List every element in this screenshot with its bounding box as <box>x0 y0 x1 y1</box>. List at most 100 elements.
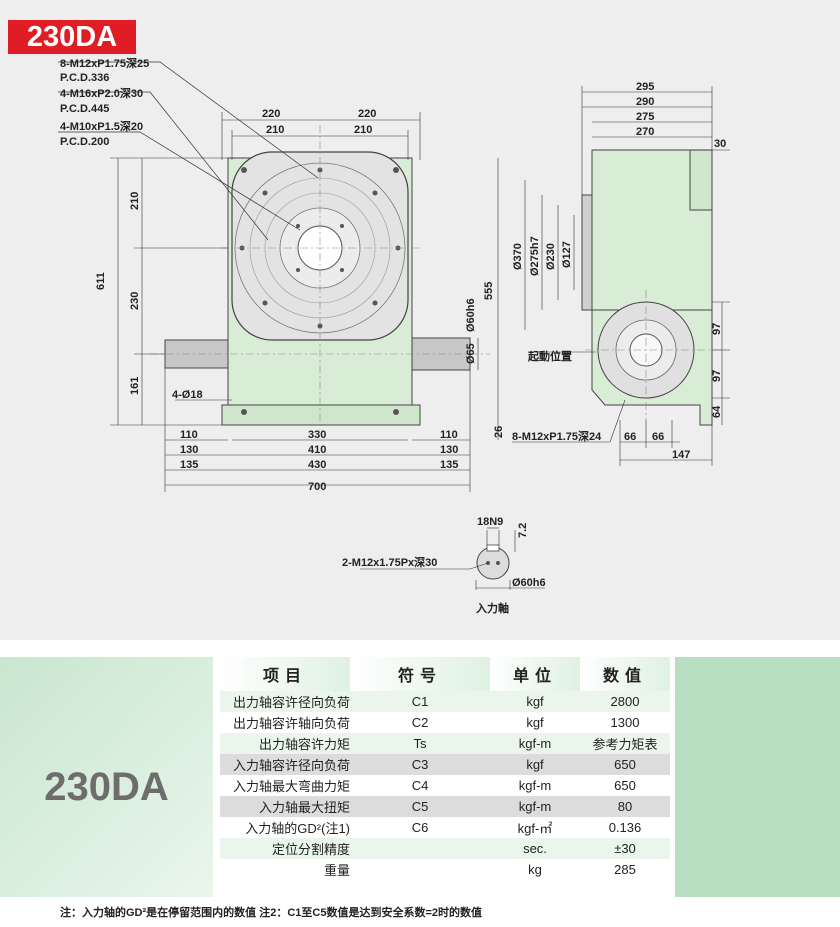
input-shaft-section: 18N9 7.2 2-M12x1.75Px深30 Ø60h6 入力軸 <box>342 516 546 615</box>
row-value: ±30 <box>580 838 670 859</box>
row-value: 650 <box>580 754 670 775</box>
row-item: 出力轴容许力矩 <box>220 733 350 754</box>
dim-top-220-right: 220 <box>358 108 376 120</box>
dim-top-220-left: 220 <box>262 108 280 120</box>
start-position-label: 起動位置 <box>527 349 572 363</box>
spec-model-panel: 230DA <box>0 657 213 897</box>
row-symbol: Ts <box>350 733 490 754</box>
callout-tap-1: 8-M12xP1.75深25 <box>60 56 149 70</box>
dim-270: 270 <box>636 126 654 138</box>
front-view <box>150 125 490 430</box>
callout-pcd-2: P.C.D.445 <box>60 103 109 115</box>
dim-bottom-130-right: 130 <box>440 444 458 456</box>
dim-bottom-130-left: 130 <box>180 444 198 456</box>
row-symbol: C3 <box>350 754 490 775</box>
header-value: 数值 <box>580 657 670 691</box>
row-symbol: C2 <box>350 712 490 733</box>
dim-230: 230 <box>129 292 141 310</box>
dim-97-upper: 97 <box>711 323 723 335</box>
row-unit: kgf <box>490 691 580 712</box>
shaft-key-label: 18N9 <box>477 516 503 528</box>
dim-bottom-700: 700 <box>308 481 326 493</box>
row-value: 285 <box>580 859 670 880</box>
dim-bottom-110-right: 110 <box>440 429 458 441</box>
callout-pcd-1: P.C.D.336 <box>60 72 109 84</box>
header-item: 项目 <box>220 657 350 691</box>
row-unit: kg <box>490 859 580 880</box>
dim-210: 210 <box>129 192 141 210</box>
header-symbol: 符号 <box>350 657 490 691</box>
dim-dia-275: Ø275h7 <box>529 236 541 276</box>
dim-30: 30 <box>714 138 726 150</box>
row-symbol: C5 <box>350 796 490 817</box>
row-unit: kgf-㎡ <box>490 817 580 838</box>
row-unit: sec. <box>490 838 580 859</box>
spec-model-label: 230DA <box>44 765 169 809</box>
shaft-caption: 入力軸 <box>476 601 509 615</box>
dim-66-right: 66 <box>652 431 664 443</box>
table-row: 入力轴最大扭矩 C5 kgf-m 80 <box>220 796 670 817</box>
table-row: 出力轴容许径向负荷 C1 kgf 2800 <box>220 691 670 712</box>
dim-top-210-left: 210 <box>266 124 284 136</box>
table-row: 入力轴最大弯曲力矩 C4 kgf-m 650 <box>220 775 670 796</box>
dim-bottom-135-right: 135 <box>440 459 458 471</box>
table-row: 出力轴容许力矩 Ts kgf-m 参考力矩表 <box>220 733 670 754</box>
dim-hole-18: 4-Ø18 <box>172 389 203 401</box>
row-unit: kgf <box>490 754 580 775</box>
row-item: 入力轴最大扭矩 <box>220 796 350 817</box>
shaft-dia-label: Ø60h6 <box>512 577 546 589</box>
side-callout-tap: 8-M12xP1.75深24 <box>512 429 602 443</box>
dim-555: 555 <box>483 282 495 300</box>
row-value: 参考力矩表 <box>580 733 670 754</box>
dim-dia-230: Ø230 <box>545 243 557 270</box>
row-item: 定位分割精度 <box>220 838 350 859</box>
row-item: 出力轴容许轴向负荷 <box>220 712 350 733</box>
header-unit: 单位 <box>490 657 580 691</box>
dim-161: 161 <box>129 377 141 395</box>
table-row: 定位分割精度 sec. ±30 <box>220 838 670 859</box>
callout-tap-2: 4-M16xP2.0深30 <box>60 86 143 100</box>
dim-top-210-right: 210 <box>354 124 372 136</box>
side-view <box>581 149 730 426</box>
dim-66-left: 66 <box>624 431 636 443</box>
dim-bottom-135-left: 135 <box>180 459 198 471</box>
row-unit: kgf-m <box>490 775 580 796</box>
callout-pcd-3: P.C.D.200 <box>60 136 109 148</box>
spec-table-header: 项目 符号 单位 数值 <box>220 657 670 691</box>
table-row: 入力轴容许径向负荷 C3 kgf 650 <box>220 754 670 775</box>
row-value: 650 <box>580 775 670 796</box>
dim-64: 64 <box>711 405 723 418</box>
row-item: 入力轴容许径向负荷 <box>220 754 350 775</box>
dim-dia-370: Ø370 <box>512 243 524 270</box>
row-symbol <box>350 838 490 859</box>
row-value: 80 <box>580 796 670 817</box>
footnote: 注：入力轴的GD²是在停留范围内的数值 注2：C1至C5数值是达到安全系数=2时… <box>60 907 482 919</box>
row-value: 0.136 <box>580 817 670 838</box>
callout-tap-3: 4-M10xP1.5深20 <box>60 119 143 133</box>
spec-accent-panel <box>675 657 840 897</box>
row-symbol <box>350 859 490 880</box>
row-value: 2800 <box>580 691 670 712</box>
dim-bottom-410: 410 <box>308 444 326 456</box>
dim-shaft-dia: Ø60h6 <box>465 298 477 332</box>
row-item: 出力轴容许径向负荷 <box>220 691 350 712</box>
table-row: 重量 kg 285 <box>220 859 670 880</box>
spec-table: 项目 符号 单位 数值 出力轴容许径向负荷 C1 kgf 2800 出力轴容许轴… <box>220 657 670 880</box>
row-value: 1300 <box>580 712 670 733</box>
row-item: 入力轴的GD²(注1) <box>220 817 350 838</box>
dim-295: 295 <box>636 81 654 93</box>
row-item: 重量 <box>220 859 350 880</box>
row-symbol: C4 <box>350 775 490 796</box>
dim-290: 290 <box>636 96 654 108</box>
dim-147: 147 <box>672 449 690 461</box>
row-unit: kgf <box>490 712 580 733</box>
dim-bottom-110-left: 110 <box>180 429 198 441</box>
technical-drawing: 8-M12xP1.75深25 P.C.D.336 4-M16xP2.0深30 P… <box>58 56 730 615</box>
row-item: 入力轴最大弯曲力矩 <box>220 775 350 796</box>
dim-dia-127: Ø127 <box>561 241 573 268</box>
dim-97-lower: 97 <box>711 370 723 382</box>
shaft-key-depth: 7.2 <box>517 523 529 538</box>
dim-275: 275 <box>636 111 654 123</box>
model-badge: 230DA <box>8 20 136 54</box>
callout-labels: 8-M12xP1.75深25 P.C.D.336 4-M16xP2.0深30 P… <box>60 56 149 148</box>
